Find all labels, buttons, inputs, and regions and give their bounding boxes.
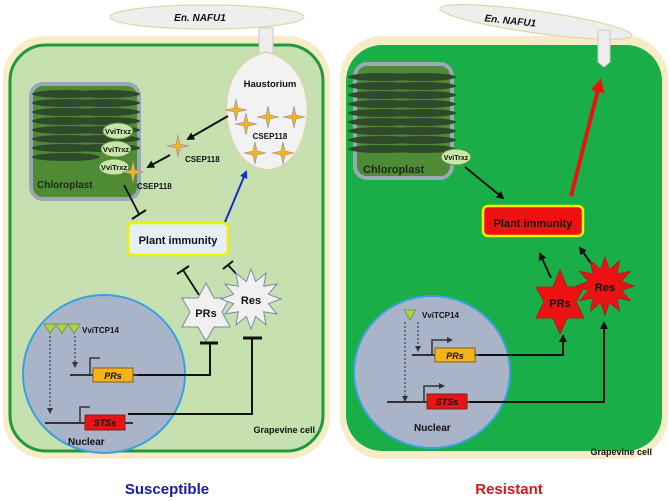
vvitrxz-label: VviTrxz: [444, 155, 469, 162]
effector-label-haustorium: CSEP118: [253, 132, 288, 141]
nucleus: [353, 295, 511, 449]
pathogen-label: En. NAFU1: [174, 13, 226, 24]
prs-gene-label: PRs: [104, 371, 122, 381]
chloroplast-label: Chloroplast: [363, 164, 424, 176]
susceptible-panel: En. NAFU1 Haustorium CSEP118 VviTrxz Vvi…: [3, 4, 330, 498]
pathogen-hypha: [109, 4, 305, 30]
vvitcp14-icon: [403, 309, 417, 321]
plant-immunity-box: [481, 204, 585, 238]
nucleus-label: Nuclear: [68, 437, 105, 448]
sts-expression-arrow: [470, 321, 608, 403]
cell-label: Grapevine cell: [253, 425, 315, 435]
sts-expression-line: [128, 338, 253, 415]
immunity-to-pathogen-arrow: [569, 78, 605, 197]
res-star-label: Res: [241, 295, 261, 307]
sts-gene: [84, 414, 126, 431]
effector-label-chloroplast: CSEP118: [137, 182, 172, 191]
res-star-label: Res: [595, 282, 615, 294]
plant-immunity-box: [126, 221, 230, 257]
vvitrxz-label: VviTrxz: [103, 145, 130, 154]
vvitrxz-label: VviTrxz: [105, 127, 132, 136]
sts-gene: [426, 393, 468, 410]
plant-immunity-label: Plant immunity: [494, 218, 574, 230]
effector-translocation-arrow: [146, 154, 171, 168]
res-protein-star: [219, 267, 283, 331]
res-protein-star: [574, 255, 636, 317]
prs-expression-arrow: [479, 334, 567, 356]
haustorium-blocked: [597, 29, 611, 68]
haustorium-neck: [258, 27, 274, 55]
prs-star-label: PRs: [549, 298, 570, 310]
inhibition-trxz-to-immunity: [123, 184, 147, 220]
prs-star-label: PRs: [195, 308, 216, 320]
vvitcp14-label: VviTCP14: [422, 311, 459, 320]
vvitrxz-protein: [100, 140, 132, 158]
vvitrxz-label: VviTrxz: [101, 163, 128, 172]
resistant-panel: En. NAFU1 VviTrxz Chloroplast Plant immu…: [340, 4, 668, 498]
prs-gene: [434, 347, 476, 363]
immunity-to-haustorium-arrow: [224, 170, 248, 223]
inhibition-prs-to-immunity: [176, 265, 200, 296]
promoter-active-icon: [431, 337, 453, 354]
sts-gene-label: STSs: [94, 418, 117, 428]
promoter-icon: [89, 357, 100, 374]
susceptible-caption: Susceptible: [125, 481, 209, 498]
vvitrxz-protein: [440, 148, 472, 166]
trxz-to-immunity-arrow: [464, 166, 505, 200]
promoter-icon: [79, 406, 90, 422]
prs-to-immunity-arrow: [538, 252, 552, 279]
pathogen-hypha: [439, 4, 633, 40]
effector-translocation-arrow: [186, 115, 229, 140]
plant-immunity-label: Plant immunity: [139, 235, 219, 247]
promoter-active-icon: [423, 383, 445, 401]
resistant-caption: Resistant: [475, 481, 543, 498]
vvitrxz-protein: [102, 122, 134, 140]
vvitcp14-label: VviTCP14: [82, 326, 119, 335]
vvitrxz-protein: [98, 158, 130, 176]
sts-gene-label: STSs: [436, 397, 459, 407]
thylakoid-stacks: [348, 73, 456, 153]
pathogen-label: En. NAFU1: [484, 13, 537, 29]
cell-label: Grapevine cell: [590, 447, 652, 457]
effector-label-cytoplasm: CSEP118: [185, 155, 220, 164]
haustorium-label: Haustorium: [244, 79, 297, 90]
prs-gene: [92, 367, 134, 383]
prs-gene-label: PRs: [446, 351, 464, 361]
prs-expression-line: [137, 344, 211, 376]
chloroplast-label: Chloroplast: [37, 180, 93, 191]
vvitcp14-icon: [43, 323, 81, 335]
nucleus-label: Nuclear: [414, 423, 451, 434]
